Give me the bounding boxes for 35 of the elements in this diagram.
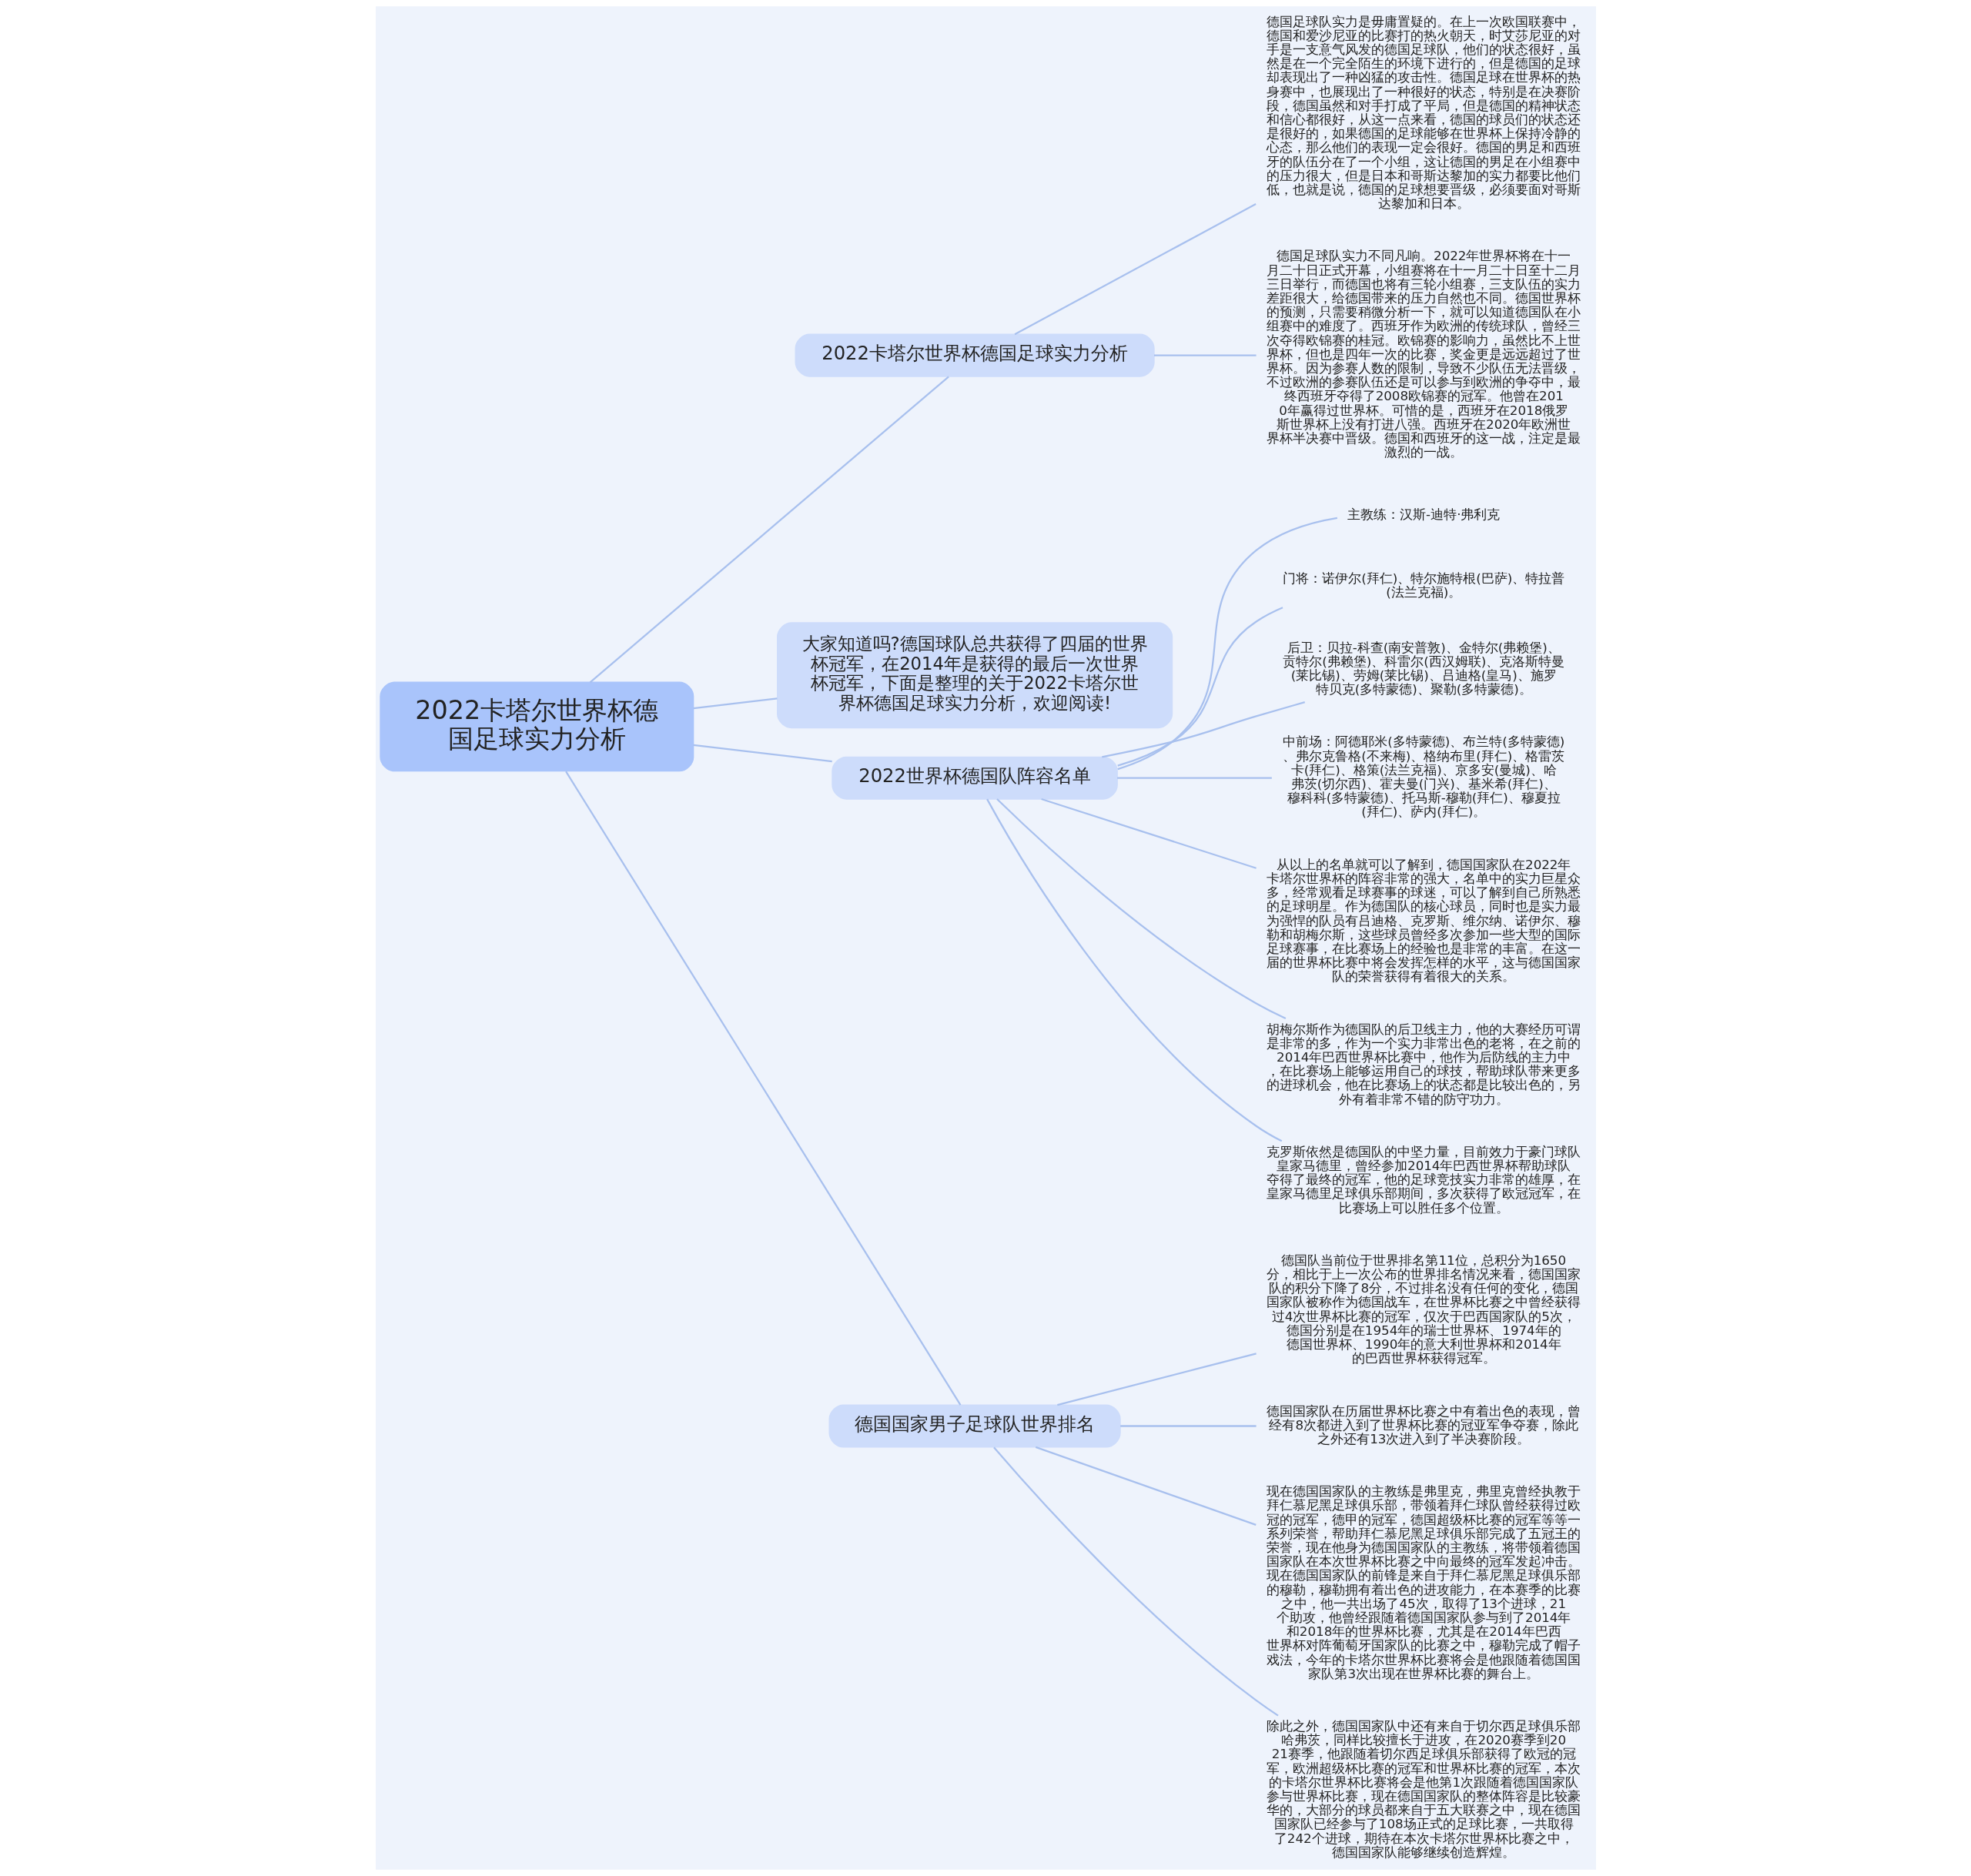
node-text: 中前场：阿德耶米(多特蒙德)、布兰特(多特蒙德)、弗尔克鲁格(不来梅)、格纳布里(拜仁)、格雷茨卡(拜仁)、格策(法兰克福)、京多安(曼城)、哈弗茨(切尔西)、霍夫曼(门兴)、基米希(拜仁)、穆科科(多特蒙德)、托马斯-穆勒(拜仁)、穆夏拉(拜仁)、萨内(拜仁)。: [1282, 734, 1564, 820]
connector: [992, 1446, 1279, 1717]
node-text: 门将：诺伊尔(拜仁)、特尔施特根(巴萨)、特拉普(法兰克福)。: [1282, 571, 1564, 600]
connector: [693, 697, 778, 710]
connector: [1040, 798, 1257, 869]
node-text: 德国足球队实力不同凡响。2022年世界杯将在十一月二十日正式开幕，小组赛将在十一月二十日至十二月三日举行，而德国也将有三轮小组赛，三支队伍的实力差距很大，给德国带来的压力自然也不同。德国世界杯的预测，只需要稍微分析一下，就可以知道德国队在小组赛中的难度了。西班牙作为欧洲的传统球队，曾经三次夺得欧锦赛的桂冠。欧锦赛的影响力，虽然比不上世界杯，但也是四年一次的比赛，奖金更是远远超过了世界杯。因为参赛人数的限制，导致不少队伍无法晋级，不过欧洲的参赛队伍还是可以参与到欧洲的争夺中，最终西班牙夺得了2008欧锦赛的冠军。他曾在2010年赢得过世界杯。可惜的是，西班牙在2018俄罗斯世界杯上没有打进八强。西班牙在2020年欧洲世界杯半决赛中晋级。德国和西班牙的这一战，注定是最激烈的一战。: [1266, 249, 1581, 460]
node-text: 除此之外，德国国家队中还有来自于切尔西足球俱乐部哈弗茨，同样比较擅长于进攻，在2020赛季到2021赛季，他跟随着切尔西足球俱乐部获得了欧冠的冠军，欧洲超级杯比赛的冠军和世界杯比赛的冠军，本次的卡塔尔世界杯比赛将会是他第1次跟随着德国国家队参与世界杯比赛，现在德国国家队的整体阵容是比较豪华的，大部分的球员都来自于五大联赛之中，现在德国国家队已经参与了108场正式的足球比赛，一共取得了242个进球，期待在本次卡塔尔世界杯比赛之中，德国国家队能够继续创造辉煌。: [1266, 1719, 1581, 1860]
connector: [1101, 701, 1305, 758]
connector: [1116, 777, 1272, 779]
node-text: 德国国家队在历届世界杯比赛之中有着出色的表现，曾经有8次都进入到了世界杯比赛的冠亚军争夺赛，除此之外还有13次进入到了半决赛阶段。: [1266, 1403, 1581, 1446]
connector: [693, 744, 832, 763]
connector: [1056, 1353, 1257, 1406]
node-text: 现在德国国家队的主教练是弗里克，弗里克曾经执教于拜仁慕尼黑足球俱乐部，带领着拜仁球队曾经获得过欧冠的冠军，德甲的冠军，德国超级杯比赛的冠军等等一系列荣誉，帮助拜仁慕尼黑足球俱乐部完成了五冠王的荣誉，现在他身为德国国家队的主教练，将带领着德国国家队在本次世界杯比赛之中向最终的冠军发起冲击。现在德国国家队的前锋是来自于拜仁慕尼黑足球俱乐部的穆勒，穆勒拥有着出色的进攻能力，在本赛季的比赛之中，他一共出场了45次，取得了13个进球，21个助攻，他曾经跟随着德国国家队参与到了2014年和2018年的世界杯比赛，尤其是在2014年巴西世界杯对阵葡萄牙国家队的比赛之中，穆勒完成了帽子戏法，今年的卡塔尔世界杯比赛将会是他跟随着德国国家队第3次出现在世界杯比赛的舞台上。: [1266, 1484, 1581, 1681]
connector: [1116, 517, 1337, 771]
node-text: 胡梅尔斯作为德国队的后卫线主力，他的大赛经历可谓是非常的多，作为一个实力非常出色的老将，在之前的2014年巴西世界杯比赛中，他作为后防线的主力中，在比赛场上能够运用自己的球技，帮助球队带来更多的进球机会，他在比赛场上的状态都是比较出色的，另外有着非常不错的防守功力。: [1266, 1022, 1581, 1107]
connector: [996, 798, 1286, 1020]
connector: [986, 798, 1282, 1142]
node-box: 2022卡塔尔世界杯德国足球实力分析: [379, 681, 694, 772]
node-box: 2022卡塔尔世界杯德国足球实力分析: [795, 333, 1155, 377]
node-text: 克罗斯依然是德国队的中坚力量，目前效力于豪门球队皇家马德里，曾经参加2014年巴西世界杯帮助球队夺得了最终的冠军，他的足球竞技实力非常的雄厚，在皇家马德里足球俱乐部期间，多次获得了欧冠冠军，在比赛场上可以胜任多个位置。: [1266, 1144, 1581, 1216]
node-text: 从以上的名单就可以了解到，德国国家队在2022年卡塔尔世界杯的阵容非常的强大，名单中的实力巨星众多，经常观看足球赛事的球迷，可以了解到自己所熟悉的足球明星。作为德国队的核心球员，同时也是实力最为强悍的队员有吕迪格、克罗斯、维尔纳、诺伊尔、穆勒和胡梅尔斯，这些球员曾经多次参加一些大型的国际足球赛事，在比赛场上的经验也是非常的丰富。在这一届的世界杯比赛中将会发挥怎样的水平，这与德国国家队的荣誉获得有着很大的关系。: [1266, 857, 1581, 985]
connector: [1116, 607, 1283, 767]
connector: [1035, 1446, 1257, 1526]
node-text: 德国足球队实力是毋庸置疑的。在上一次欧国联赛中，德国和爱沙尼亚的比赛打的热火朝天，时艾莎尼亚的对手是一支意气风发的德国足球队，他们的状态很好，虽然是在一个完全陌生的环境下进行的，但是德国的足球却表现出了一种凶猛的攻击性。德国足球在世界杯的热身赛中，也展现出了一种很好的状态，特别是在决赛阶段，德国虽然和对手打成了平局，但是德国的精神状态和信心都很好，从这一点来看，德国的球员们的状态还是很好的，如果德国的足球能够在世界杯上保持冷静的心态，那么他们的表现一定会很好。德国的男足和西班牙的队伍分在了一个小组，这让德国的男足在小组赛中的压力很大，但是日本和哥斯达黎加的实力都要比他们低，也就是说，德国的足球想要晋级，必须要面对哥斯达黎加和日本。: [1266, 14, 1581, 212]
connector: [1153, 354, 1257, 356]
connector: [589, 376, 949, 684]
node-box: 2022世界杯德国队阵容名单: [831, 756, 1118, 800]
node-text: 主教练：汉斯-迪特·弗利克: [1347, 507, 1500, 522]
node-text: 后卫：贝拉-科查(南安普敦)、金特尔(弗赖堡)、贡特尔(弗赖堡)、科雷尔(西汉姆联)、克洛斯特曼(莱比锡)、劳姆(莱比锡)、吕迪格(皇马)、施罗特贝克(多特蒙德)、聚勒(多特蒙德)。: [1282, 640, 1564, 697]
connector: [1119, 1425, 1257, 1427]
connector: [1014, 202, 1257, 336]
node-text: 德国队当前位于世界排名第11位，总积分为1650分，相比于上一次公布的世界排名情况来看，德国国家队的积分下降了8分，不过排名没有任何的变化，德国国家队被称作为德国战车，在世界杯比赛之中曾经获得过4次世界杯比赛的冠军，仅次于巴西国家队的5次，德国分别是在1954年的瑞士世界杯、1974年的德国世界杯、1990年的意大利世界杯和2014年的巴西世界杯获得冠军。: [1266, 1252, 1581, 1366]
node-box: 德国国家男子足球队世界排名: [828, 1404, 1121, 1448]
node-box: 大家知道吗?德国球队总共获得了四届的世界杯冠军，在2014年是获得的最后一次世界杯冠军，下面是整理的关于2022卡塔尔世界杯德国足球实力分析，欢迎阅读!: [776, 622, 1173, 729]
connector: [564, 771, 961, 1406]
